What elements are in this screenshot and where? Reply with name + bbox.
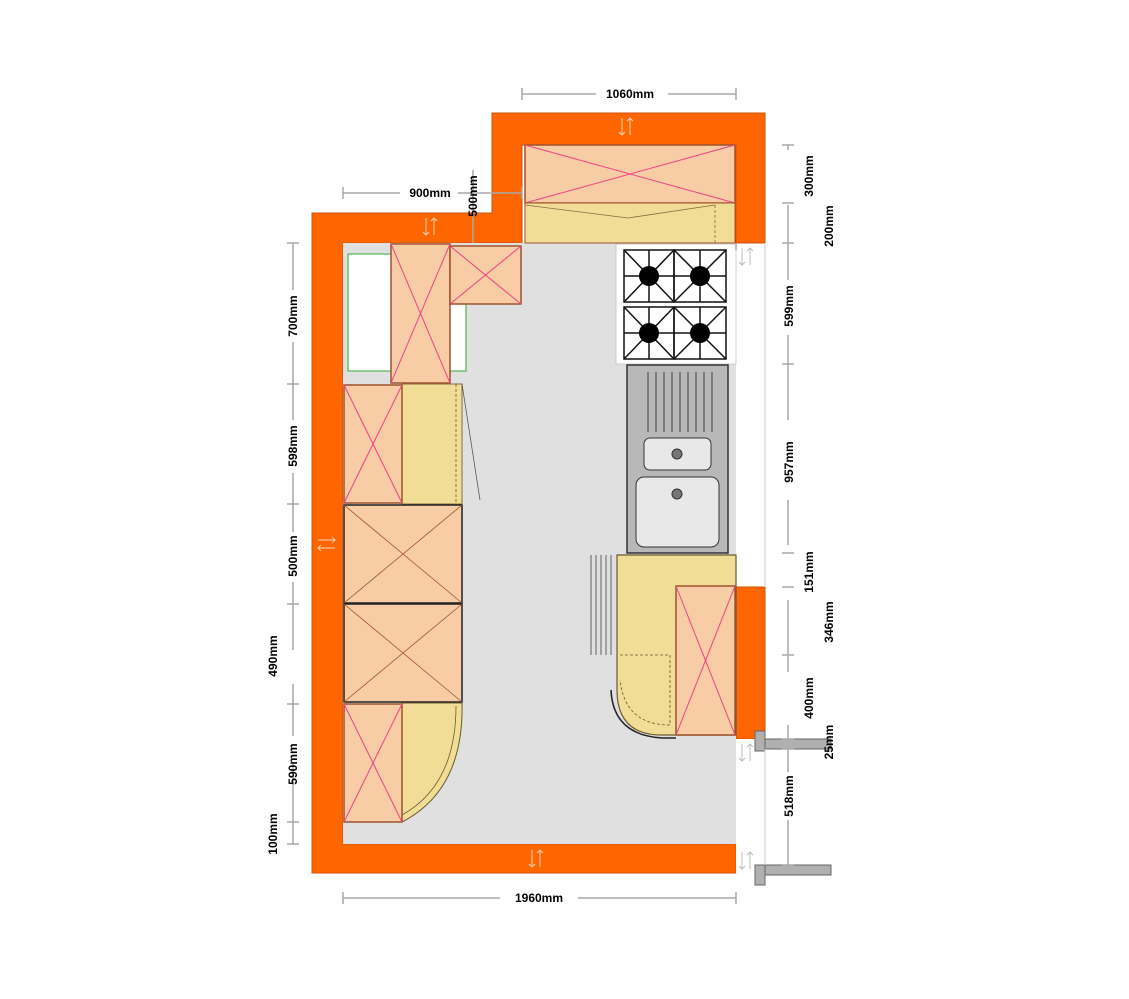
dim-door-opening: 518mm	[782, 775, 796, 816]
door-frame-top	[754, 730, 766, 752]
hob	[615, 243, 737, 365]
dim-left-run-4: 490mm	[266, 635, 280, 676]
dim-left-run-5: 590mm	[286, 743, 300, 784]
top-worktop-door-swing	[524, 204, 716, 219]
wall-arrow-marks	[317, 117, 634, 868]
dim-right-run-3: 151mm	[802, 551, 816, 592]
burner-1	[639, 266, 659, 286]
tall-cabinet-cross-b	[390, 243, 451, 384]
dim-right-run-5: 400mm	[802, 677, 816, 718]
left-wall-cabinet-1-cross-b	[343, 384, 403, 504]
burner-3	[639, 323, 659, 343]
dimension-lines	[287, 88, 794, 904]
left-curved-worktop	[401, 702, 463, 823]
dim-right-run-6: 25mm	[822, 725, 836, 760]
left-base-unit-2-cross-b	[343, 603, 463, 703]
right-base-unit-cross-b	[675, 585, 736, 736]
dim-top-worktop-depth: 200mm	[822, 205, 836, 246]
left-base-unit-1-cross-b	[343, 504, 463, 604]
dim-right-run-1: 599mm	[782, 285, 796, 326]
dim-right-run-2: 957mm	[782, 441, 796, 482]
dim-top-width: 1060mm	[606, 87, 654, 101]
sink-main-drain	[671, 488, 683, 500]
sink-main-bowl	[635, 476, 720, 548]
door-frame-bottom	[754, 864, 766, 886]
left-curved-worktop-edge	[401, 705, 457, 816]
left-worktop-strip	[401, 383, 463, 505]
corner-wall-cabinet-cross-b	[449, 245, 522, 305]
dim-right-run-4: 346mm	[822, 601, 836, 642]
radiator	[590, 555, 612, 655]
right-curved-worktop-inner	[619, 654, 671, 726]
doorway	[736, 243, 832, 886]
dim-left-run-1: 700mm	[286, 295, 300, 336]
door-swing-line	[461, 383, 481, 501]
sink-small-drain	[671, 448, 683, 460]
dim-step-depth: 500mm	[466, 175, 480, 216]
dim-left-run-6: 100mm	[266, 813, 280, 854]
right-wall-segment	[735, 586, 766, 740]
dim-bottom-width: 1960mm	[515, 891, 563, 905]
burner-2	[690, 266, 710, 286]
left-run-units	[343, 243, 522, 823]
dim-left-run-2: 598mm	[286, 425, 300, 466]
door-frame-bottom-arm	[764, 864, 832, 876]
dim-left-run-3: 500mm	[286, 535, 300, 576]
top-wall-cabinet-cross-b	[524, 144, 736, 204]
burner-4	[690, 323, 710, 343]
sink-drainer-grooves	[647, 372, 713, 432]
door-arrow-marks	[738, 247, 754, 870]
dimension-labels: 1060mm 900mm 500mm 1960mm 700mm 598mm 50…	[266, 87, 836, 905]
right-curved-worktop-outer	[610, 689, 676, 739]
door-opening	[736, 739, 765, 873]
right-run-units	[590, 243, 737, 739]
dim-left-step-width: 900mm	[409, 186, 450, 200]
dim-top-unit-depth: 300mm	[802, 155, 816, 196]
top-alcove-units	[524, 144, 736, 244]
left-wall-cabinet-2-cross-b	[343, 703, 403, 823]
door-frame-top-arm	[764, 738, 832, 750]
